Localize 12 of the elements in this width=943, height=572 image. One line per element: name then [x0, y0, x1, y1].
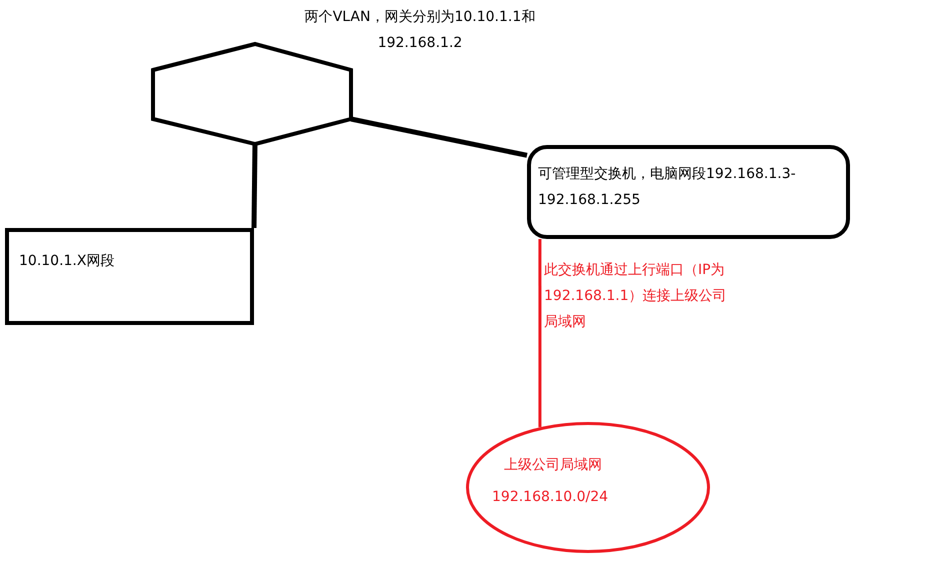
connector-line [538, 239, 542, 428]
connector-line [350, 116, 528, 158]
network-box [5, 228, 254, 325]
network-ellipse [466, 422, 710, 553]
router-caption: 两个VLAN，网关分别为10.10.1.1和 192.168.1.2 [304, 8, 536, 53]
router-hexagon [153, 44, 351, 144]
network-name: 上级公司局域网 [504, 456, 603, 475]
connector-line [252, 144, 258, 228]
node-label: 10.10.1.X网段 [19, 252, 116, 271]
switch-box [527, 145, 850, 239]
node-label: 可管理型交换机，电脑网段192.168.1.3-192.168.1.255 [538, 165, 797, 210]
subnet-address: 192.168.10.0/24 [492, 488, 610, 507]
